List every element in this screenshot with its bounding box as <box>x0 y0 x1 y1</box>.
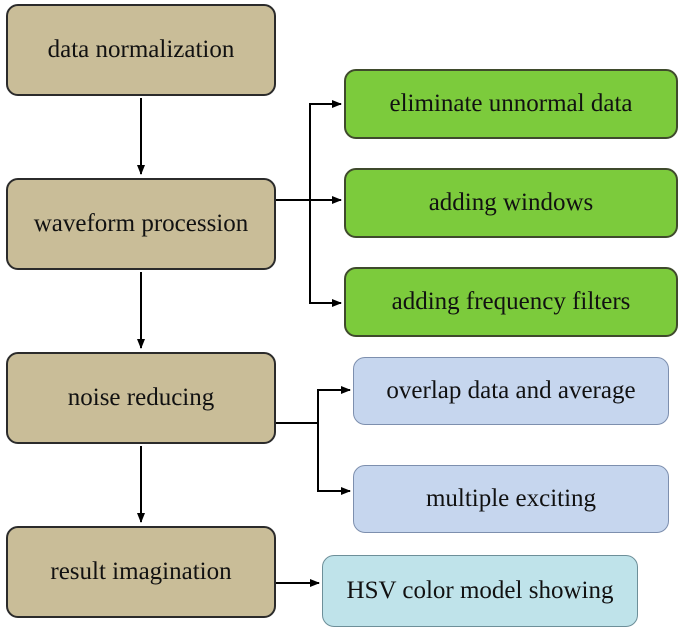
substep-label: adding frequency filters <box>391 288 631 315</box>
step-label: data normalization <box>47 36 235 63</box>
step-waveform-procession: waveform procession <box>6 178 276 270</box>
step-noise-reducing: noise reducing <box>6 352 276 444</box>
substep-hsv-color-model-showing: HSV color model showing <box>322 555 638 627</box>
step-label: result imagination <box>50 558 232 585</box>
substep-label: adding windows <box>428 189 594 216</box>
step-result-imagination: result imagination <box>6 526 276 618</box>
step-label: noise reducing <box>67 384 215 411</box>
substep-eliminate-unnormal-data: eliminate unnormal data <box>344 69 678 139</box>
substep-multiple-exciting: multiple exciting <box>353 465 669 533</box>
step-data-normalization: data normalization <box>6 4 276 96</box>
step-label: waveform procession <box>33 210 249 237</box>
substep-label: HSV color model showing <box>346 577 614 604</box>
substep-label: overlap data and average <box>386 377 636 404</box>
substep-adding-frequency-filters: adding frequency filters <box>344 267 678 337</box>
substep-overlap-data-and-average: overlap data and average <box>353 357 669 425</box>
substep-adding-windows: adding windows <box>344 168 678 238</box>
substep-label: multiple exciting <box>425 485 597 512</box>
substep-label: eliminate unnormal data <box>389 90 633 117</box>
